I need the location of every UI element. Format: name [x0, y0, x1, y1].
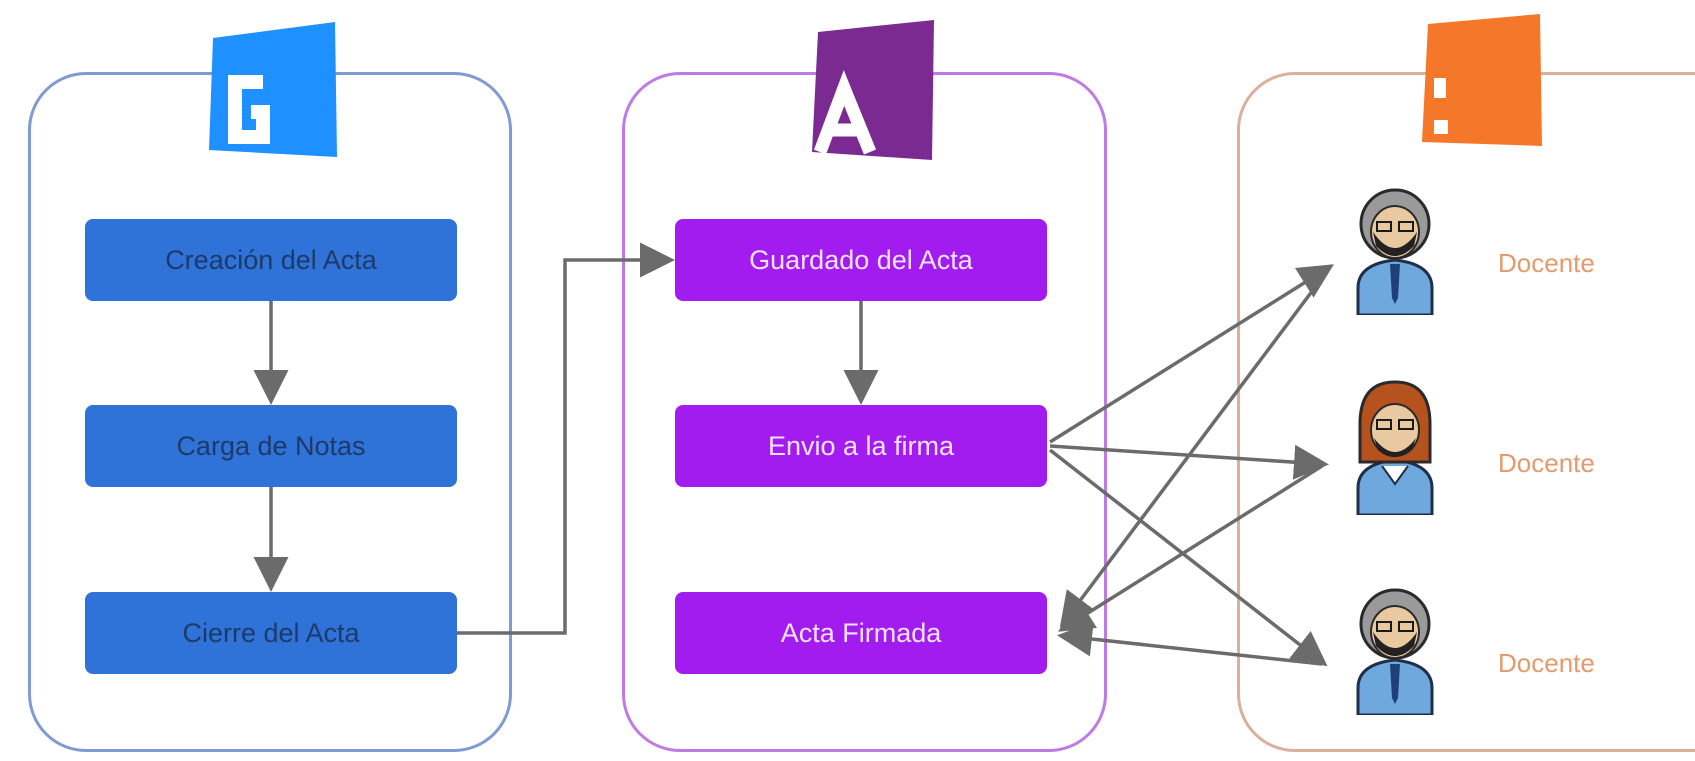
arrow-envio-docente2: [1049, 444, 1329, 480]
step-label: Envio a la firma: [767, 430, 955, 461]
step-label: Creación del Acta: [165, 244, 377, 275]
a-logo-icon: [808, 20, 940, 160]
docente-label-3: Docente: [1498, 648, 1595, 678]
step-carga-de-notas: Carga de Notas: [85, 405, 457, 487]
step-cierre-del-acta: Cierre del Acta: [85, 592, 457, 674]
step-label: Acta Firmada: [780, 617, 942, 648]
arrow-envio-docente3: [1048, 448, 1328, 667]
docente-label-2: Docente: [1498, 448, 1595, 478]
h-logo-icon: [1418, 14, 1546, 146]
g-logo-icon: [205, 22, 343, 157]
male-teacher-icon: [1352, 180, 1438, 320]
arrow-docente2-firmada: [1058, 464, 1323, 632]
step-creacion-del-acta: Creación del Acta: [85, 219, 457, 301]
docente-label-1: Docente: [1498, 248, 1595, 278]
step-label: Guardado del Acta: [749, 244, 973, 275]
step-guardado-del-acta: Guardado del Acta: [675, 219, 1047, 301]
arrow-envio-docente1: [1049, 264, 1334, 444]
step-envio-a-la-firma: Envio a la firma: [675, 405, 1047, 487]
arrow-cierre-guardado: [457, 242, 675, 635]
step-label: Cierre del Acta: [182, 617, 360, 648]
arrow-docente1-firmada: [1059, 268, 1330, 628]
male-teacher-icon: [1352, 580, 1438, 720]
step-acta-firmada: Acta Firmada: [675, 592, 1047, 674]
arrow-docente3-firmada: [1057, 621, 1323, 666]
female-teacher-icon: [1352, 380, 1438, 520]
step-label: Carga de Notas: [176, 430, 366, 461]
